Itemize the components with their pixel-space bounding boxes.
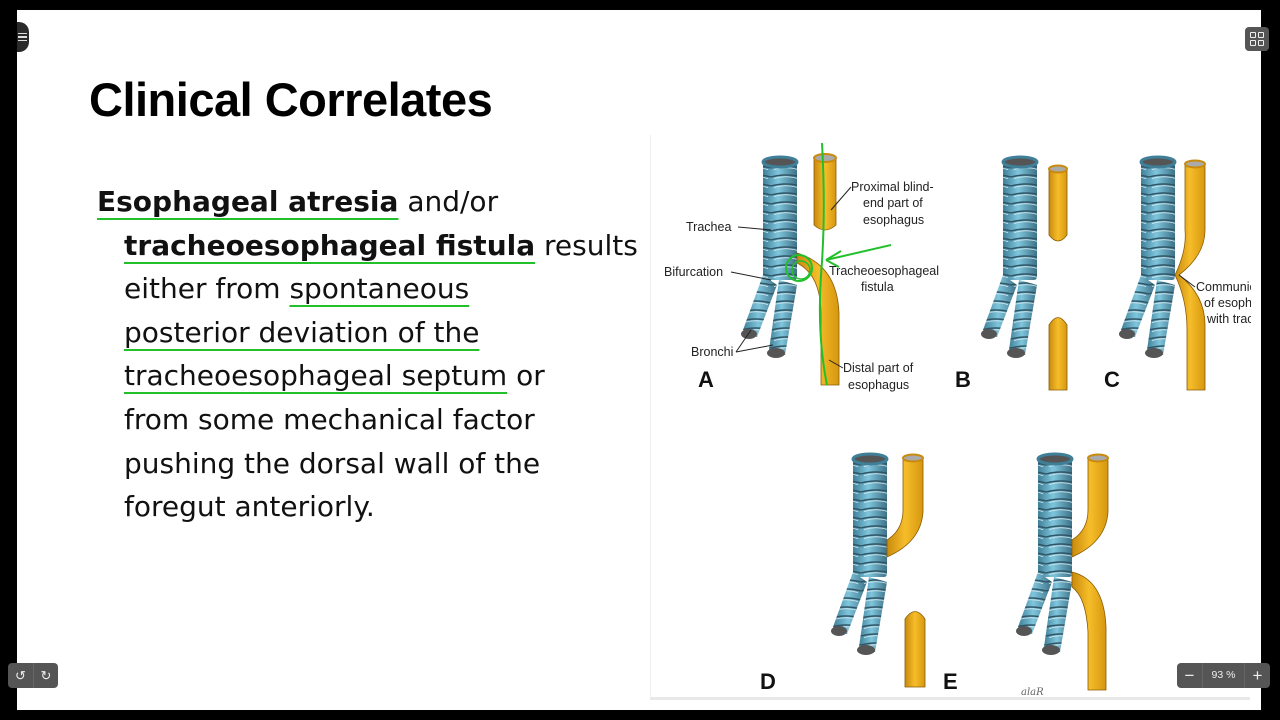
slide-canvas: Clinical Correlates Esophageal atresia a… — [17, 10, 1261, 710]
rotate-right-icon: ↻ — [40, 667, 52, 683]
rotate-right-button[interactable]: ↻ — [33, 663, 58, 688]
rotate-controls: ↺ ↻ — [8, 663, 58, 688]
svg-text:esophagus: esophagus — [848, 378, 909, 392]
zoom-out-button[interactable]: − — [1177, 663, 1202, 688]
bold-term: Esophageal atresia — [97, 185, 399, 218]
slide-body: Esophageal atresia and/or tracheoesophag… — [97, 180, 638, 529]
grid-view-icon — [1250, 32, 1256, 38]
zoom-level: 93 % — [1202, 663, 1245, 688]
plus-icon: + — [1252, 665, 1263, 685]
panel-letter-b: B — [955, 367, 971, 392]
body-text-fragment: either from — [124, 272, 290, 306]
panel-letter-c: C — [1104, 367, 1120, 392]
svg-text:esophagus: esophagus — [863, 213, 924, 227]
panel-d: D — [760, 452, 926, 694]
panel-e: E alaR — [943, 452, 1109, 698]
label-communication: Communica — [1196, 280, 1251, 294]
panel-letter-d: D — [760, 669, 776, 694]
label-bifurcation: Bifurcation — [664, 265, 723, 279]
svg-text:end part of: end part of — [863, 196, 923, 210]
body-line-6: from some mechanical factor — [124, 402, 535, 436]
body-line-8: foregut anteriorly. — [124, 490, 375, 524]
slide-title: Clinical Correlates — [89, 73, 493, 126]
label-fistula: Tracheoesophageal — [829, 264, 939, 278]
panel-letter-e: E — [943, 669, 958, 694]
grid-view-button[interactable] — [1245, 27, 1269, 51]
body-text-fragment: and/or — [398, 185, 499, 218]
svg-text:of esophag: of esophag — [1204, 296, 1251, 310]
underlined-text: tracheoesophageal septum — [124, 359, 508, 393]
minus-icon: − — [1184, 665, 1195, 685]
body-line-5: tracheoesophageal septum or — [97, 354, 637, 398]
panel-b: B — [955, 155, 1068, 392]
bold-term: tracheoesophageal fistula — [124, 228, 536, 262]
figure-svg: Trachea Bifurcation Bronchi Proximal bli… — [664, 142, 1251, 698]
body-text-fragment: results — [535, 228, 638, 262]
signature: alaR — [1021, 687, 1044, 698]
panel-a: Trachea Bifurcation Bronchi Proximal bli… — [664, 142, 939, 392]
label-distal: Distal part of — [843, 361, 914, 375]
body-line-7: pushing the dorsal wall of the — [124, 446, 541, 480]
label-bronchi: Bronchi — [691, 345, 733, 359]
rotate-left-button[interactable]: ↺ — [8, 663, 33, 688]
body-line-3: either from spontaneous — [97, 267, 637, 311]
label-proximal: Proximal blind- — [851, 180, 934, 194]
body-text-fragment: or — [507, 359, 545, 393]
menu-button[interactable] — [17, 22, 29, 52]
zoom-controls: − 93 % + — [1177, 663, 1270, 688]
body-line-4: posterior deviation of the — [97, 311, 637, 355]
underlined-text: posterior deviation of the — [124, 315, 480, 349]
zoom-in-button[interactable]: + — [1245, 663, 1270, 688]
svg-text:with trach: with trach — [1206, 312, 1251, 326]
svg-text:fistula: fistula — [861, 280, 894, 294]
underlined-text: spontaneous — [289, 272, 470, 306]
rotate-left-icon: ↺ — [15, 667, 26, 683]
panel-c: Communica of esophag with trach C — [1104, 155, 1251, 392]
body-line-2: tracheoesophageal fistula results — [97, 224, 638, 268]
label-trachea: Trachea — [686, 220, 731, 234]
esophageal-atresia-figure: Trachea Bifurcation Bronchi Proximal bli… — [650, 135, 1251, 700]
body-line-1: Esophageal atresia and/or — [97, 180, 637, 224]
panel-letter-a: A — [698, 367, 714, 392]
hamburger-icon — [18, 32, 27, 35]
